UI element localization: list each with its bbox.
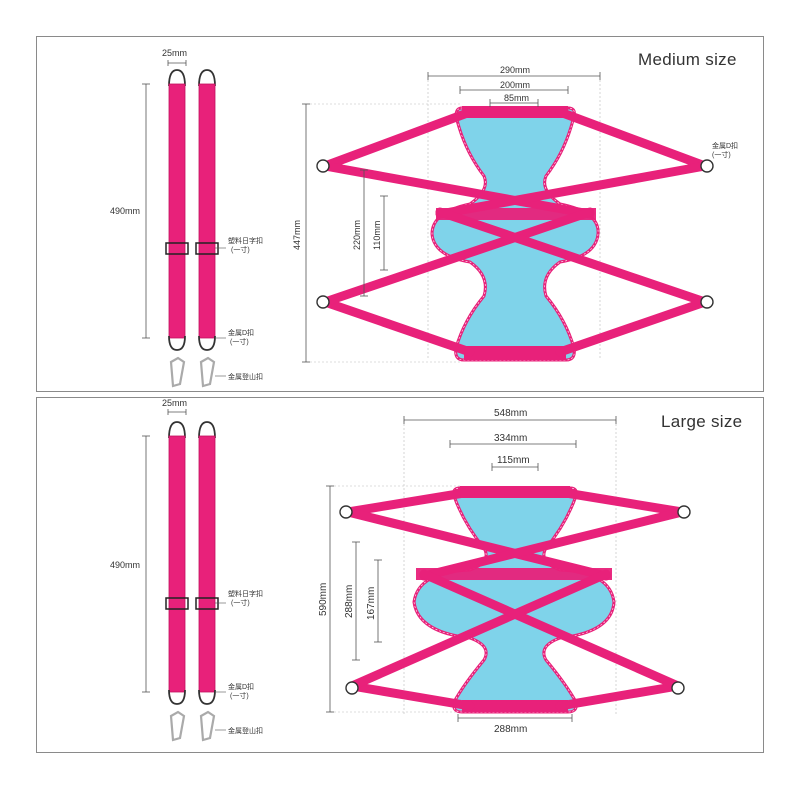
large-d-ring-label: 金属D扣 [228,682,254,691]
large-bottom-width: 288mm [494,724,527,735]
large-seat-diagram: 548mm 334mm 115mm 590mm 288mm 167mm 288m… [318,408,691,735]
medium-side-d-ring-icon [700,159,714,173]
medium-seat-height: 447mm [292,220,302,250]
medium-side-d-ring-sub: (一寸) [712,150,731,159]
medium-side-d-ring-icon [316,159,330,173]
large-waist-height-inner: 167mm [366,587,377,620]
medium-strap-right [198,83,216,339]
medium-d-ring-sub: (一寸) [230,337,249,346]
large-strap-length-label: 490mm [110,560,140,570]
large-d-ring-icon [198,421,216,439]
large-seat-height: 590mm [318,583,329,616]
medium-side-d-ring-label: 金属D扣 [712,141,738,150]
large-d-ring-sub: (一寸) [230,691,249,700]
large-d-ring-icon [198,689,216,705]
medium-d-ring-icon [168,69,186,87]
large-seat-width-outer: 548mm [494,408,527,419]
large-seat-width-inner: 115mm [497,455,530,466]
medium-strap-left [168,83,186,339]
medium-waist-height-outer: 220mm [352,220,362,250]
large-seat-straps [343,487,687,711]
medium-d-ring-label: 金属D扣 [228,328,254,337]
medium-seat-width-outer: 290mm [500,65,530,75]
large-seat-width-mid: 334mm [494,433,527,444]
medium-size-title: Medium size [638,50,737,69]
large-carabiner-icon [199,710,216,742]
large-d-ring-icon [168,421,186,439]
large-strap-right [198,435,216,693]
medium-carabiner-icon [199,356,216,388]
large-side-d-ring-icon [345,681,359,695]
medium-carabiner-icon [169,356,186,388]
medium-plastic-buckle-sub: (一寸) [231,245,250,254]
large-plastic-buckle-icon [165,597,189,610]
medium-size-panel [36,36,764,392]
medium-d-ring-icon [198,335,216,351]
large-seat-body [412,486,616,714]
medium-plastic-buckle-label: 塑料日字扣 [228,236,263,245]
medium-seat-width-inner: 85mm [504,93,529,103]
large-side-d-ring-icon [677,505,691,519]
medium-strap-width-label: 25mm [162,48,187,58]
large-carabiner-icon [169,710,186,742]
medium-carabiner-label: 金属登山扣 [228,372,263,381]
large-side-d-ring-icon [671,681,685,695]
medium-side-d-ring-icon [700,295,714,309]
large-strap-left [168,435,186,693]
large-plastic-buckle-label: 塑料日字扣 [228,589,263,598]
medium-d-ring-icon [168,335,186,351]
large-straps: 25mm 490mm 塑料日字扣 (一寸) 金属D扣 (一寸) 金属登山扣 [110,398,263,742]
medium-plastic-buckle-icon [195,242,219,255]
medium-seat-diagram: 290mm 200mm 85mm 447mm 220mm 110mm 金属D扣 … [292,65,738,363]
large-carabiner-label: 金属登山扣 [228,726,263,735]
large-d-ring-icon [168,689,186,705]
large-plastic-buckle-icon [195,597,219,610]
large-strap-width-label: 25mm [162,398,187,408]
medium-strap-length-label: 490mm [110,206,140,216]
medium-plastic-buckle-icon [165,242,189,255]
medium-seat-straps [320,107,710,357]
large-side-d-ring-icon [339,505,353,519]
medium-side-d-ring-icon [316,295,330,309]
medium-waist-height-inner: 110mm [372,221,382,250]
medium-d-ring-icon [198,69,216,87]
large-plastic-buckle-sub: (一寸) [231,598,250,607]
large-size-title: Large size [661,412,743,431]
medium-straps: 25mm 490mm 塑料日字扣 (一寸) 金属D扣 (一寸) 金属登山扣 [110,48,263,388]
large-waist-height-outer: 288mm [344,585,355,618]
medium-seat-width-mid: 200mm [500,80,530,90]
